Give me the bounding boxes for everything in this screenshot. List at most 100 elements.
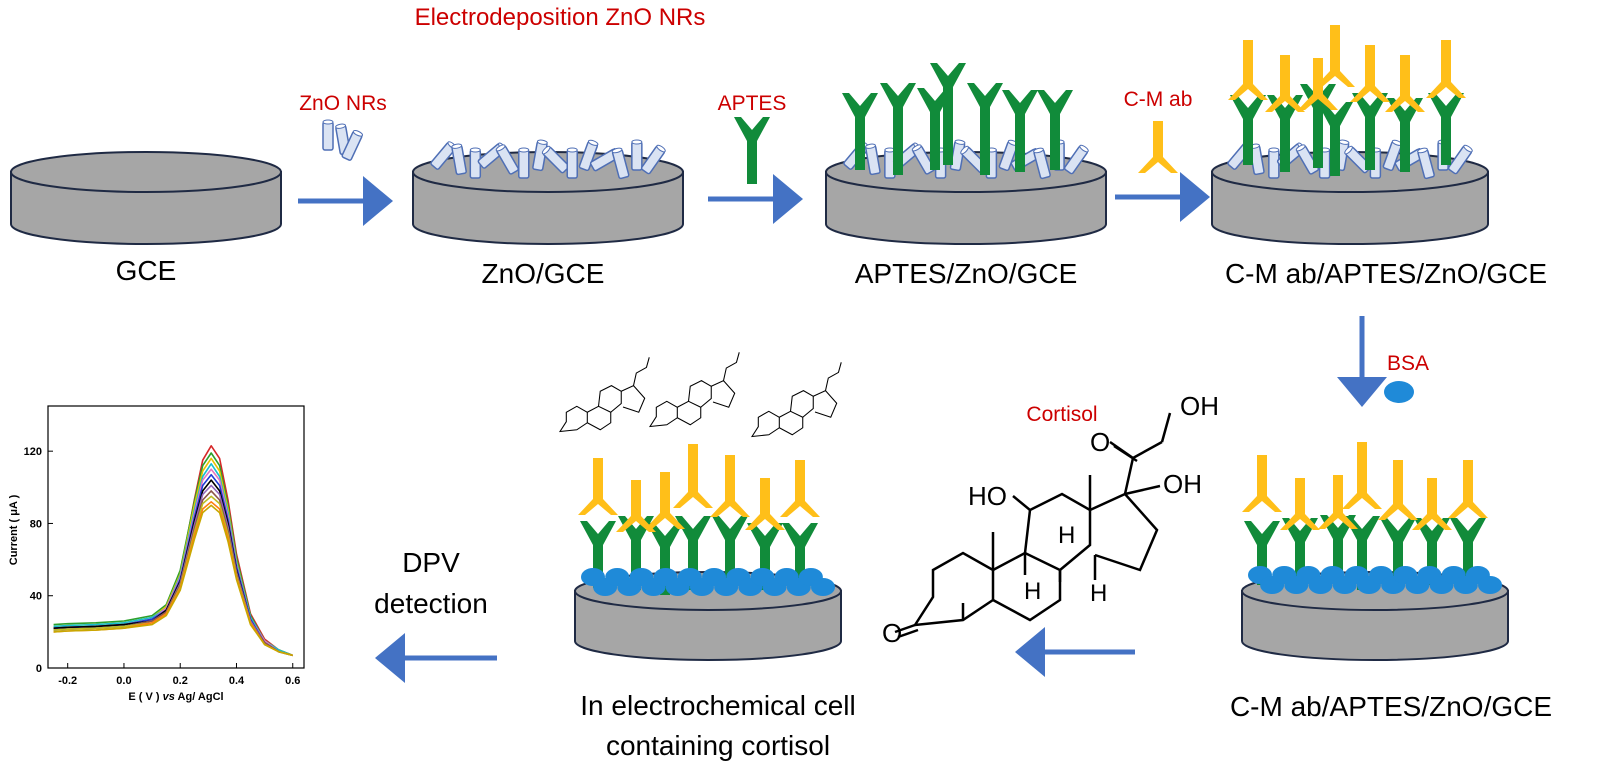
zno-nanorod [322,119,334,151]
nanorod-cap [1268,147,1280,153]
antibody-stem [1313,58,1323,98]
aptes-linker [712,516,748,588]
cortisol-structure: Cortisol OH O [882,391,1219,648]
antibody-arms [1448,502,1488,518]
antibody-arms [1318,513,1358,529]
ring-c [687,380,712,408]
ring-b [779,410,804,436]
reagent-bsa: BSA [1387,352,1429,375]
aptes-stem [795,545,805,585]
antibody [673,444,713,508]
nanorod-cap [1344,145,1353,155]
antibody-stem [1243,40,1253,88]
aptes-arms [734,117,770,141]
electrode-gce [10,151,282,245]
antibody [745,478,785,530]
antibody-stem [1393,460,1403,508]
nanorod-cap [1079,144,1089,153]
label-cell-1: In electrochemical cell [580,690,855,721]
electrode-top [10,151,282,193]
ring-a [750,410,780,438]
aptes-linker [1300,84,1336,168]
antibody-arms [1342,493,1382,509]
nanorod-body [631,141,643,171]
aptes-stem [1050,112,1060,170]
antibodies [578,25,1488,532]
nanorod-cap [587,139,599,146]
antibody-arms [745,514,785,530]
label-gce: GCE [116,255,177,286]
antibody [1385,55,1425,112]
aptes-stem [1463,540,1473,580]
aptes-linker [747,523,783,590]
header-title: Electrodeposition ZnO NRs [415,4,706,31]
side-chain [722,352,740,381]
aptes-arms [1300,84,1336,108]
zno-nanorod [640,144,666,175]
nanorod-cap [611,147,623,154]
antibody-stem [1295,478,1305,518]
nanorod-cap [335,123,347,129]
aptes-linker [1037,90,1073,170]
nanorod-cap [495,144,506,152]
antibody-stem [1400,55,1410,100]
zno-nanorod [1063,144,1089,175]
aptes-stem [1015,112,1025,172]
aptes-linker [1230,95,1266,165]
antibody-arms [578,499,618,515]
zno-nanorod [578,139,599,172]
cortisol-oh-top: OH [1180,391,1219,421]
aptes-arms [1002,90,1038,114]
zno-nanorod [1033,147,1051,180]
aptes-arms [1380,518,1416,542]
aptes-arms [1344,516,1380,540]
label-cmab-gce: C-M ab/APTES/ZnO/GCE [1225,258,1547,289]
aptes-stem [1257,543,1267,585]
zno-nanorod [1447,144,1473,175]
aptes-linker [734,117,770,184]
aptes-stem [593,543,603,588]
antibody-stem [1333,475,1343,517]
antibody-arms [780,501,820,517]
aptes-linker [880,83,916,175]
aptes-stem [1357,538,1367,590]
aptes-arms [1450,518,1486,542]
nanorod-body [518,149,530,179]
ring-c [789,390,814,418]
aptes-arms [1244,521,1280,545]
aptes-stem [1330,124,1340,176]
reagent-cmab: C-M ab [1124,88,1193,111]
antibody-arms [1265,96,1305,112]
antibody [1298,58,1338,110]
zno-nanorod [611,147,630,180]
label-aptes-gce: APTES/ZnO/GCE [855,258,1078,289]
antibody-arms [1385,96,1425,112]
aptes-linkers [580,63,1486,595]
aptes-linker [1428,93,1464,165]
nanorod-cap [631,139,643,145]
antibody [1342,442,1382,509]
ring-a [648,400,678,428]
antibody-stem [1257,455,1267,500]
antibody-stem [688,444,698,496]
aptes-linker [782,523,818,585]
chart-ylabel: Current ( μA ) [8,494,20,565]
label-dpv-1: DPV [402,547,460,578]
cortisol-oh-right: OH [1163,469,1202,499]
nanorod-body [322,121,334,151]
aptes-linker [1352,93,1388,170]
label-dpv-2: detection [374,588,488,619]
antibody [1412,478,1452,530]
antibody [1138,121,1178,173]
antibody-stem [725,455,735,505]
antibody [1242,455,1282,512]
zno-nanorod [884,147,896,179]
antibody [1315,25,1355,87]
antibody-arms [1228,84,1268,100]
nanorod-cap [451,143,463,149]
antibody [645,472,685,529]
nanorod-cap [911,144,922,152]
